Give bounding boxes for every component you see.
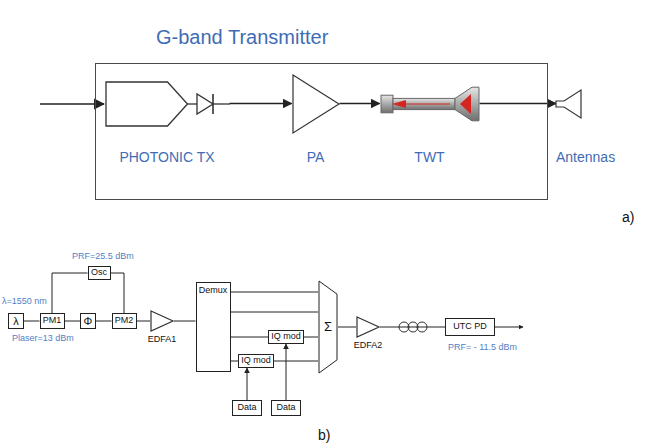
connector <box>304 337 318 338</box>
connector <box>231 312 319 313</box>
connector <box>231 337 269 338</box>
connector <box>65 321 81 322</box>
shape-outline <box>356 316 380 338</box>
wavelength-annotation: λ=1550 nm <box>2 297 47 307</box>
fiber-amplifier: EDFA2 <box>356 316 380 338</box>
box-label: Osc <box>91 268 107 278</box>
box-label: IQ mod <box>241 356 271 366</box>
phase-modulator: PM1 <box>40 313 65 329</box>
box-label: PM1 <box>43 316 62 326</box>
connector <box>380 327 445 328</box>
fiber-amplifier: EDFA1 <box>150 310 174 332</box>
connector <box>230 103 292 105</box>
box-label: λ <box>13 315 19 327</box>
box-label: IQ mod <box>271 332 301 342</box>
photodiode-box: UTC PD <box>445 318 495 336</box>
box-label: Demux <box>199 286 228 296</box>
part-label: EDFA1 <box>148 335 177 345</box>
power-annotation: PRF= - 11.5 dBm <box>448 343 517 353</box>
panel-label: b) <box>318 428 330 443</box>
part-label: EDFA2 <box>354 341 383 351</box>
box-label: Σ <box>324 320 332 334</box>
connector <box>480 103 557 105</box>
panel-label: a) <box>622 210 634 225</box>
box-label: Data <box>276 403 295 413</box>
connector <box>340 103 380 105</box>
box-label: UTC PD <box>453 322 487 332</box>
iq-modulator: IQ mod <box>238 354 274 368</box>
connector <box>96 321 112 322</box>
part-label: PHOTONIC TX <box>119 150 214 165</box>
combiner: Σ <box>318 280 338 374</box>
box-label: PM2 <box>115 316 134 326</box>
power-amplifier: PA <box>292 74 340 134</box>
shape-outline <box>556 89 582 119</box>
horn-antenna: Antennas <box>556 89 582 119</box>
connector <box>286 344 287 400</box>
data-source: Data <box>232 400 262 416</box>
output-arrow <box>495 327 523 328</box>
iq-modulator: IQ mod <box>268 330 304 344</box>
connector <box>338 327 356 328</box>
shape-outline <box>105 81 230 127</box>
traveling-wave-tube: TWT <box>380 84 480 124</box>
connector <box>174 321 196 322</box>
connector <box>231 361 239 362</box>
connector <box>274 361 318 362</box>
part-label: Antennas <box>556 150 615 165</box>
connector <box>111 273 125 313</box>
connector <box>52 273 88 313</box>
shape-outline <box>150 310 174 332</box>
connector <box>137 321 151 322</box>
phase-modulator: PM2 <box>112 313 137 329</box>
demultiplexer: Demux <box>196 282 231 372</box>
oscillator-box: Osc <box>88 266 111 280</box>
heading: G-band Transmitter <box>156 26 328 48</box>
laser-box: λ <box>8 313 24 329</box>
part-label: TWT <box>414 150 444 165</box>
box-label: Φ <box>84 315 93 327</box>
transmitter-frame: PHOTONIC TXPATWTG-band Transmitter <box>95 63 548 200</box>
part-label: PA <box>307 150 325 165</box>
box-label: Data <box>237 403 256 413</box>
data-source: Data <box>271 400 301 416</box>
photonic-transmitter: PHOTONIC TX <box>105 81 230 127</box>
shape-outline <box>380 84 480 124</box>
power-annotation: Plaser=13 dBm <box>12 334 74 344</box>
power-annotation: PRF=25.5 dBm <box>72 252 134 262</box>
connector <box>231 292 319 293</box>
connector <box>247 368 248 400</box>
shape-outline <box>292 74 340 134</box>
phase-shifter: Φ <box>80 313 96 329</box>
connector <box>24 321 40 322</box>
